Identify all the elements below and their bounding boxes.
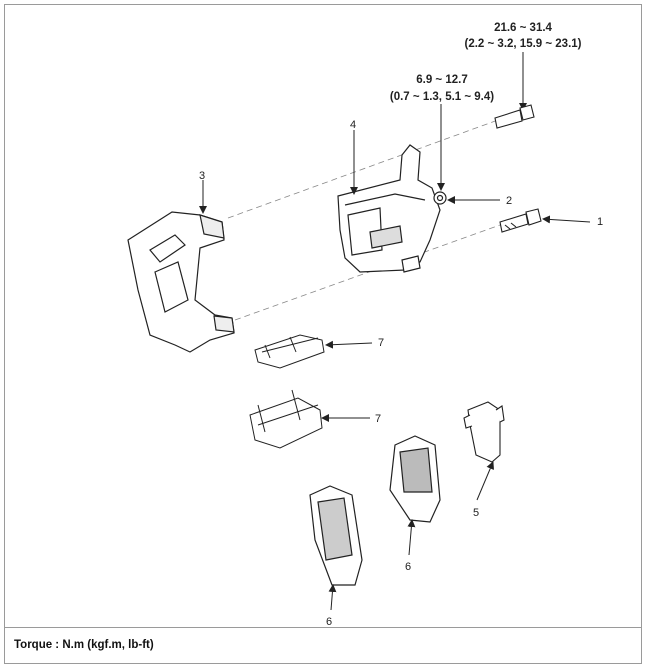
pad-retainer-clip-7-upper xyxy=(254,334,325,369)
caliper-bracket-3 xyxy=(127,211,235,353)
callout-5: 5 xyxy=(473,507,479,519)
pad-retainer-clip-7-lower xyxy=(249,389,323,449)
callout-2: 2 xyxy=(506,195,512,207)
torque-spec-bleeder-line1: 6.9 ~ 12.7 xyxy=(416,74,467,86)
footer-divider xyxy=(5,627,641,628)
torque-leader-lines xyxy=(437,52,527,191)
brake-pad-6-upper xyxy=(389,435,441,523)
callout-leader-lines xyxy=(199,130,591,611)
callout-3: 3 xyxy=(199,170,205,182)
caliper-body-4 xyxy=(337,144,447,273)
callout-7-lower-clip: 7 xyxy=(375,413,381,425)
torque-spec-bleeder-line2: (0.7 ~ 1.3, 5.1 ~ 9.4) xyxy=(390,91,494,103)
guide-rod-bolt-upper xyxy=(494,104,535,129)
pad-shim-5 xyxy=(463,401,505,463)
guide-rod-bolt-1 xyxy=(499,208,542,233)
callout-6-upper-pad: 6 xyxy=(405,561,411,573)
torque-spec-caliper-bolt-line1: 21.6 ~ 31.4 xyxy=(494,22,552,34)
callout-7-upper-clip: 7 xyxy=(378,337,384,349)
brake-pad-6-lower xyxy=(309,485,363,586)
callout-1: 1 xyxy=(597,216,603,228)
torque-spec-caliper-bolt-line2: (2.2 ~ 3.2, 15.9 ~ 23.1) xyxy=(465,38,582,50)
callout-4: 4 xyxy=(350,119,356,131)
torque-units-footer: Torque : N.m (kgf.m, lb-ft) xyxy=(14,639,154,651)
callout-6-lower-pad: 6 xyxy=(326,616,332,628)
assembly-dashed-lines xyxy=(227,119,501,321)
